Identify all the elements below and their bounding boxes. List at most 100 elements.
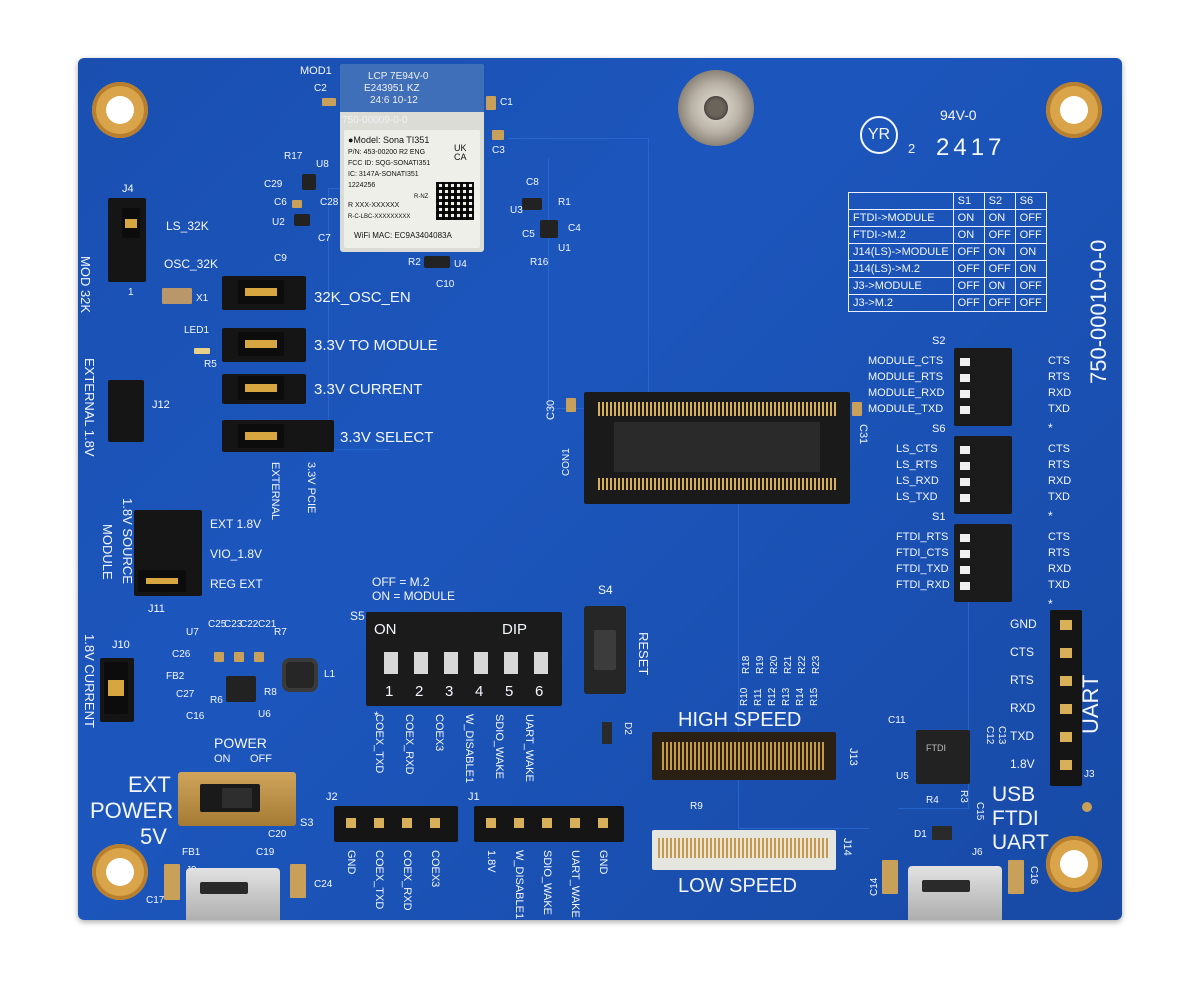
m2-connector[interactable] xyxy=(584,392,850,504)
capacitor xyxy=(492,130,504,140)
dip-toggle[interactable] xyxy=(504,652,518,674)
label-src-18: 1.8V SOURCE xyxy=(120,498,135,584)
jumper-j11[interactable] xyxy=(138,570,186,592)
resistor-label: R22 xyxy=(797,655,808,674)
label-ext-18v: EXT 1.8V xyxy=(210,517,262,531)
high-speed-connector[interactable] xyxy=(652,732,836,780)
refdes-c9: C9 xyxy=(274,253,287,264)
refdes-j4: J4 xyxy=(122,183,134,195)
dip-toggle[interactable] xyxy=(534,652,548,674)
mounting-hole xyxy=(92,844,148,900)
header-pin xyxy=(1060,704,1072,714)
jumper-current[interactable] xyxy=(238,376,284,400)
dip-toggle[interactable] xyxy=(960,534,970,542)
label-power: POWER xyxy=(214,735,267,751)
capacitor xyxy=(486,96,496,110)
dip-right-label: CTS xyxy=(1048,531,1070,543)
dip-toggle[interactable] xyxy=(444,652,458,674)
capacitor xyxy=(254,652,264,662)
reset-button[interactable] xyxy=(584,606,626,694)
header-pin xyxy=(374,818,384,828)
refdes-r9: R9 xyxy=(690,801,703,812)
ic-chip xyxy=(540,220,558,238)
label-select: 3.3V SELECT xyxy=(340,429,434,446)
label-pcie: 3.3V PCIE xyxy=(305,462,317,514)
resistor-label: R20 xyxy=(769,655,780,674)
uart-pin-label: TXD xyxy=(1010,729,1034,743)
refdes-u3: U3 xyxy=(510,205,523,216)
refdes-led1: LED1 xyxy=(184,325,210,336)
diode-d2 xyxy=(602,722,612,744)
table-cell: FTDI->M.2 xyxy=(848,226,954,244)
dip-toggle[interactable] xyxy=(960,374,970,382)
jumper-to-module[interactable] xyxy=(238,332,284,356)
low-speed-connector[interactable] xyxy=(652,830,836,870)
dip-toggle[interactable] xyxy=(414,652,428,674)
refdes-c27: C27 xyxy=(176,689,195,700)
label-ftdi: FTDI xyxy=(992,807,1039,830)
label-mod-32k: MOD 32K xyxy=(78,256,93,314)
refdes-c10: C10 xyxy=(436,279,455,290)
dip-toggle[interactable] xyxy=(960,406,970,414)
dip-toggle[interactable] xyxy=(960,390,970,398)
dip-toggle[interactable] xyxy=(474,652,488,674)
header-j3-uart[interactable] xyxy=(1050,610,1082,786)
dip-left-label: LS_RXD xyxy=(896,475,939,487)
board-part-number: 750-00010-0-0 xyxy=(1086,239,1111,384)
table-cell: OFF xyxy=(1014,294,1047,312)
power-switch[interactable] xyxy=(178,772,296,826)
jumper-osc-en[interactable] xyxy=(238,280,284,304)
usb-port-uart[interactable] xyxy=(908,866,1002,920)
dip-right-label: RXD xyxy=(1048,563,1072,575)
label-to-module: 3.3V TO MODULE xyxy=(314,337,438,354)
refdes-c25: C25 xyxy=(208,619,227,630)
resistor-label: R19 xyxy=(755,655,766,674)
table-cell: J14(LS)->M.2 xyxy=(848,260,954,278)
dip-toggle[interactable] xyxy=(960,462,970,470)
dip-toggle[interactable] xyxy=(960,358,970,366)
refdes-u6: U6 xyxy=(258,709,271,720)
label-high-speed: HIGH SPEED xyxy=(678,709,802,731)
dip-toggle[interactable] xyxy=(960,478,970,486)
pin-one-marker: 1 xyxy=(128,287,134,298)
usb-port-power[interactable] xyxy=(186,868,280,920)
refdes-con1: CON1 xyxy=(561,448,572,476)
header-pin xyxy=(486,818,496,828)
dip-toggle[interactable] xyxy=(960,494,970,502)
refdes-r17: R17 xyxy=(284,151,303,162)
j1-pin-label: SDIO_WAKE xyxy=(541,850,553,915)
table-header-cell: S6 xyxy=(1014,192,1047,210)
dip-toggle[interactable] xyxy=(960,566,970,574)
label-reg-ext: REG EXT xyxy=(210,577,263,591)
jumper-j4[interactable] xyxy=(122,208,140,238)
dip-s5-dip: DIP xyxy=(502,621,528,638)
header-pin xyxy=(430,818,440,828)
resistor-label: R13 xyxy=(781,687,792,706)
dip-toggle[interactable] xyxy=(960,446,970,454)
refdes-c7: C7 xyxy=(318,233,331,244)
label-vio-18v: VIO_1.8V xyxy=(210,547,263,561)
table-cell: ON xyxy=(983,209,1016,227)
module-shield-text-2: E243951 KZ xyxy=(364,83,420,94)
dip-toggle[interactable] xyxy=(384,652,398,674)
table-header-cell: S1 xyxy=(952,192,985,210)
dip-toggle[interactable] xyxy=(960,550,970,558)
table-header-cell xyxy=(848,192,954,210)
header-pin xyxy=(402,818,412,828)
header-pin xyxy=(1060,760,1072,770)
module-part-code: 750-00009-0-0 xyxy=(342,115,408,126)
header-pin xyxy=(346,818,356,828)
label-power-on: ON xyxy=(214,753,231,765)
table-cell: OFF xyxy=(952,243,985,261)
ftdi-chip-label: FTDI xyxy=(926,743,946,753)
refdes-s4: S4 xyxy=(598,583,613,597)
jumper-select[interactable] xyxy=(238,424,284,448)
dip-toggle[interactable] xyxy=(960,582,970,590)
jumper-j10[interactable] xyxy=(104,662,128,714)
refdes-d2: D2 xyxy=(622,722,633,735)
module-rcl: R-C-LBC-XXXXXXXXX xyxy=(348,214,411,220)
module-rnz: R-NZ xyxy=(414,194,429,200)
